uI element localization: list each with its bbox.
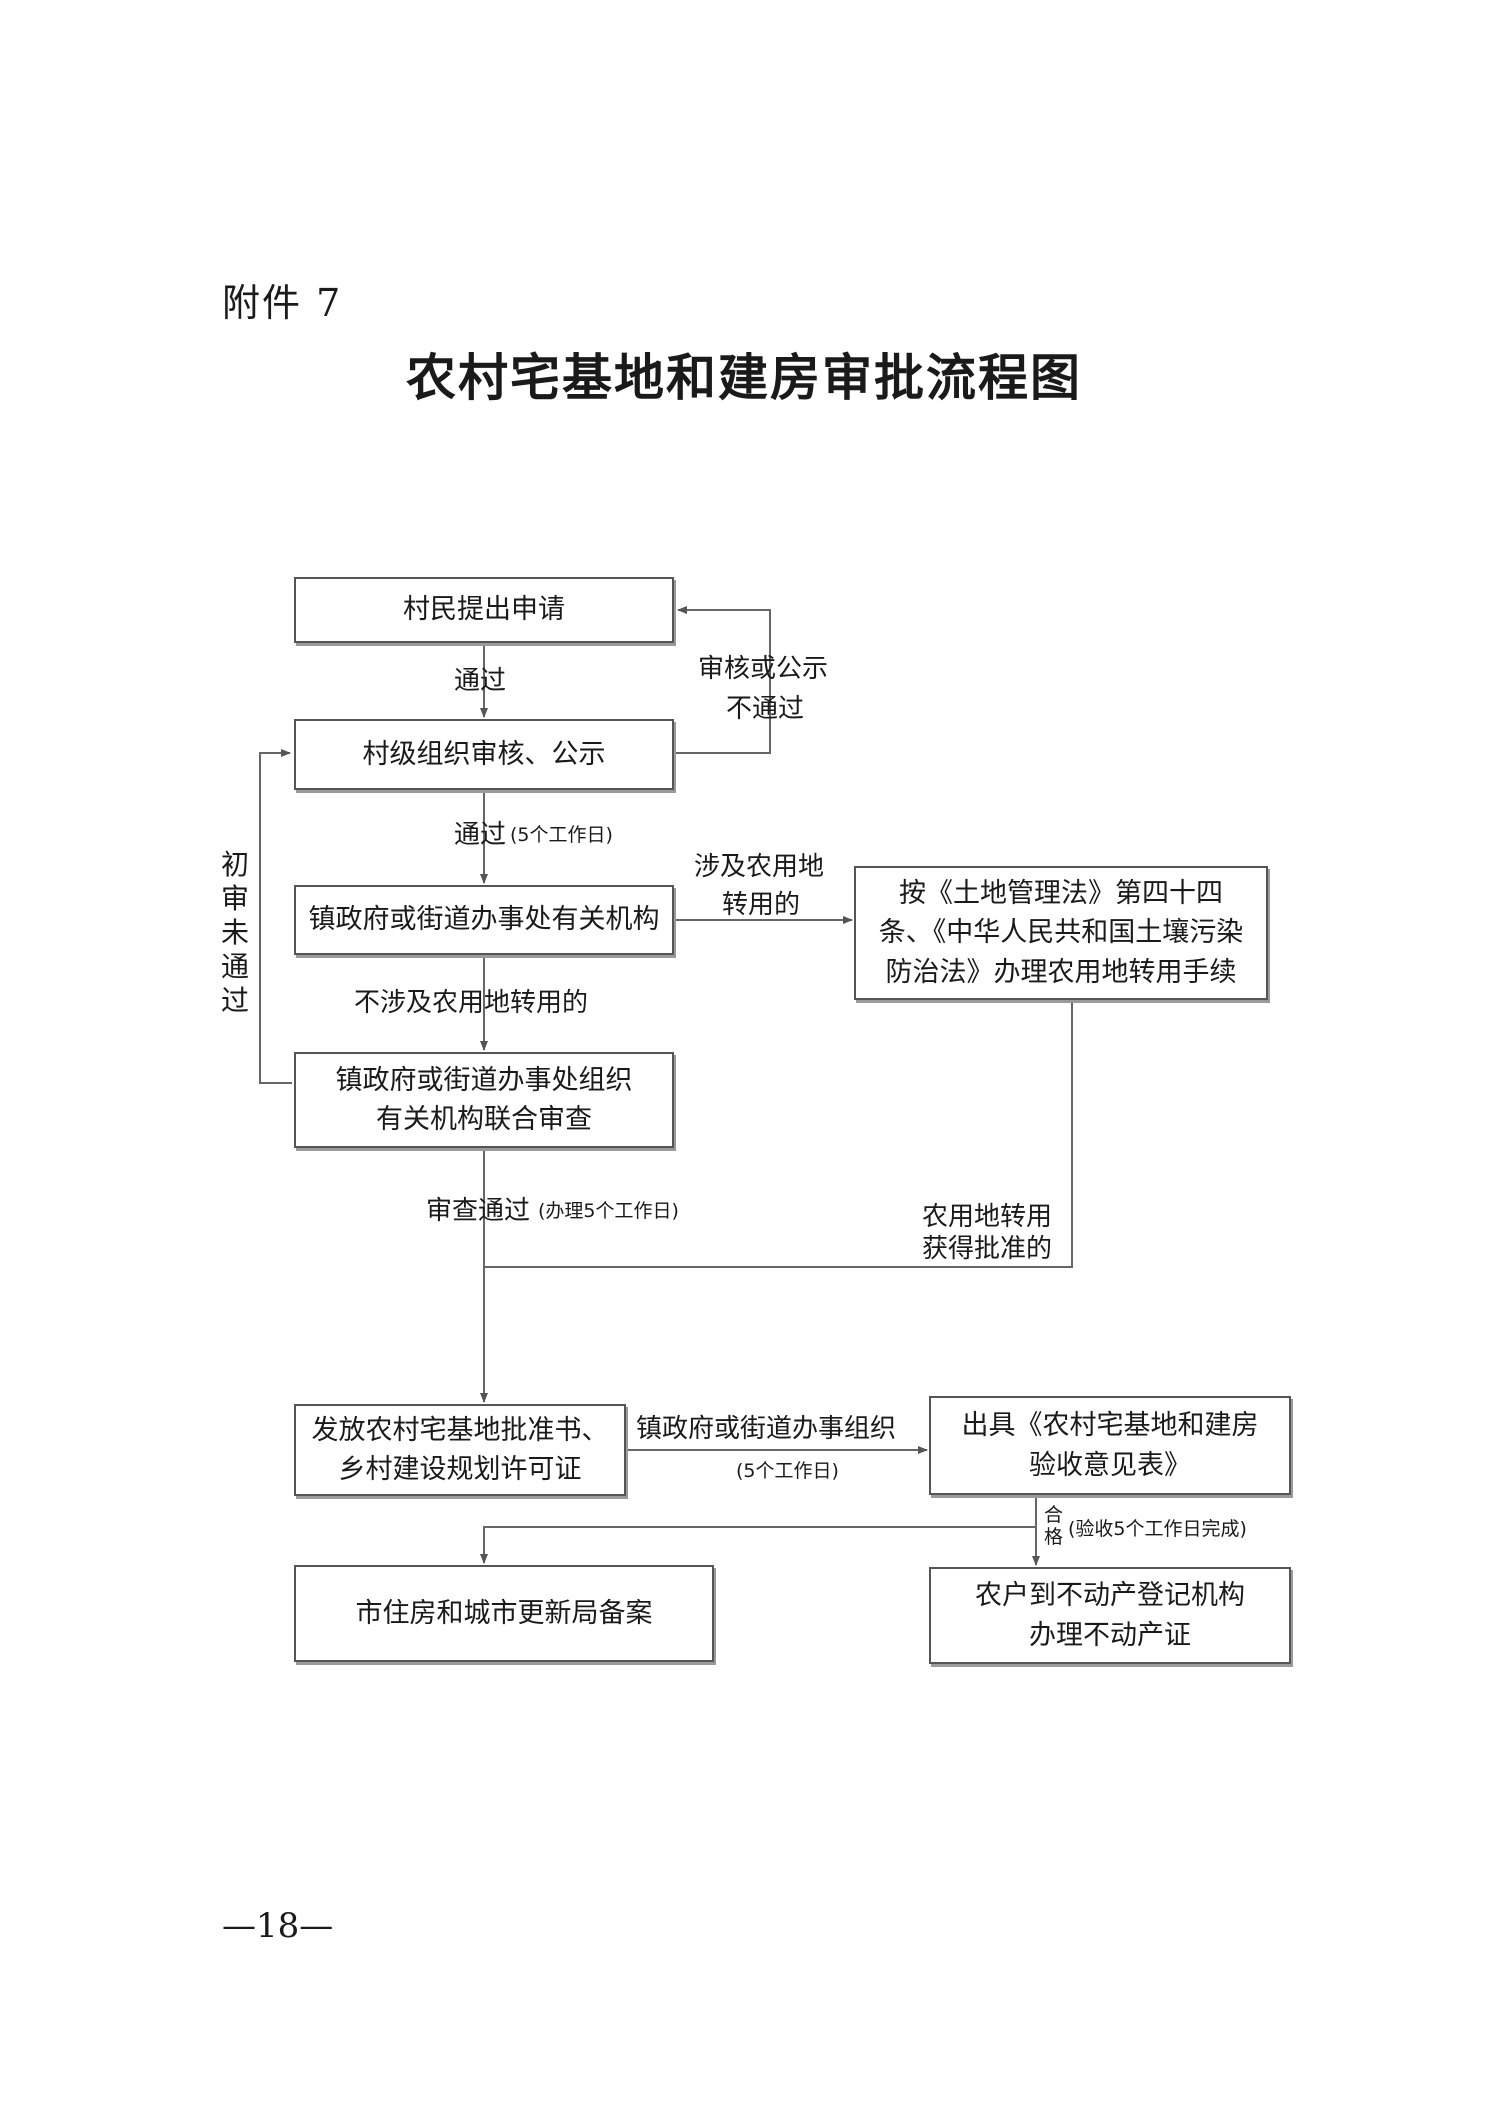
box-property-cert-line: 办理不动产证 — [1029, 1619, 1191, 1651]
box-apply: 村民提出申请 — [294, 577, 674, 643]
box-issue-permit-line: 乡村建设规划许可证 — [338, 1454, 582, 1485]
box-land-law-line: 条、《中华人民共和国土壤污染 — [878, 917, 1244, 949]
label-initial-fail-char: 初 — [220, 848, 249, 881]
box-city-bureau-line: 市住房和城市更新局备案 — [355, 1597, 653, 1629]
arrow-review-fail-back — [674, 606, 771, 754]
label-qualified-char: 合 — [1044, 1504, 1064, 1526]
label-qualified-days: (验收5个工作日完成) — [1068, 1518, 1247, 1540]
label-initial-fail-char: 通 — [220, 950, 249, 983]
attachment-label: 附件 7 — [222, 281, 343, 325]
label-not-involves: 不涉及农用地转用的 — [354, 988, 589, 1018]
box-village-review-line: 村级组织审核、公示 — [362, 738, 606, 770]
label-pass-2-days: (5个工作日) — [510, 824, 613, 846]
box-joint-review: 镇政府或街道办事处组织 有关机构联合审查 — [294, 1052, 674, 1148]
label-qualified-char: 格 — [1044, 1526, 1064, 1548]
label-review-pass: 审查通过 — [426, 1196, 531, 1226]
box-acceptance-form-line: 出具《农村宅基地和建房 — [961, 1410, 1259, 1442]
arrow-initial-fail-back — [259, 749, 292, 1084]
label-initial-fail-char: 未 — [220, 916, 249, 949]
label-town-organize-days: (5个工作日) — [736, 1460, 839, 1482]
box-acceptance-form: 出具《农村宅基地和建房 验收意见表》 — [929, 1396, 1291, 1495]
box-village-review: 村级组织审核、公示 — [294, 719, 674, 790]
label-involves-2: 转用的 — [722, 890, 801, 920]
box-apply-line: 村民提出申请 — [403, 594, 565, 626]
box-property-cert-line: 农户到不动产登记机构 — [975, 1580, 1245, 1612]
box-acceptance-form-line: 验收意见表》 — [1029, 1449, 1191, 1481]
arrow-to-city-bureau — [480, 1526, 1036, 1564]
line-landlaw-to-merge — [484, 1000, 1073, 1268]
page-number: —18— — [222, 1906, 334, 1946]
label-involves-1: 涉及农用地 — [694, 852, 825, 882]
label-qualified: 合 格 — [1044, 1504, 1063, 1548]
label-approved-2: 获得批准的 — [922, 1234, 1053, 1264]
label-review-fail-1: 审核或公示 — [698, 654, 829, 684]
box-joint-review-line: 镇政府或街道办事处组织 — [335, 1064, 633, 1096]
label-initial-fail-char: 审 — [220, 882, 249, 915]
box-town-agency: 镇政府或街道办事处有关机构 — [294, 885, 674, 955]
label-review-fail-2: 不通过 — [726, 694, 805, 724]
label-pass-2: 通过 — [454, 820, 507, 850]
label-initial-fail-char: 过 — [220, 984, 249, 1017]
box-town-agency-line: 镇政府或街道办事处有关机构 — [308, 904, 660, 936]
page-title-text: 农村宅基地和建房审批流程图 — [406, 348, 1082, 407]
label-pass-1: 通过 — [454, 666, 507, 696]
box-issue-permit-line: 发放农村宅基地批准书、 — [311, 1414, 609, 1446]
label-initial-fail: 初 审 未 通 过 — [218, 848, 252, 1018]
box-property-cert: 农户到不动产登记机构 办理不动产证 — [929, 1567, 1291, 1664]
label-town-organize: 镇政府或街道办事组织 — [636, 1414, 897, 1444]
box-land-law-line: 防治法》办理农用地转用手续 — [885, 956, 1237, 988]
box-land-law: 按《土地管理法》第四十四 条、《中华人民共和国土壤污染 防治法》办理农用地转用手… — [854, 866, 1268, 1000]
box-joint-review-line: 有关机构联合审查 — [376, 1104, 592, 1135]
page-title: 农村宅基地和建房审批流程图 — [0, 338, 1488, 410]
box-city-bureau: 市住房和城市更新局备案 — [294, 1565, 714, 1662]
box-issue-permit: 发放农村宅基地批准书、 乡村建设规划许可证 — [294, 1404, 626, 1496]
label-approved-1: 农用地转用 — [922, 1202, 1053, 1232]
label-review-pass-days: (办理5个工作日) — [538, 1200, 679, 1222]
box-land-law-line: 按《土地管理法》第四十四 — [899, 878, 1223, 910]
